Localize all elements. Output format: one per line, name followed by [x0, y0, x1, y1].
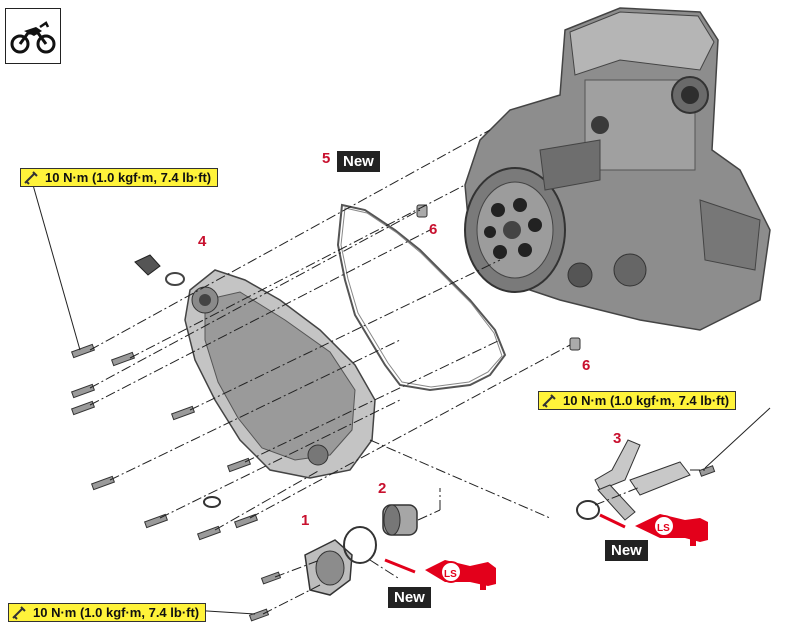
new-tag-gasket: New	[337, 151, 380, 172]
part-number-6: 6	[582, 357, 591, 374]
new-tag-oring-pump: New	[388, 587, 431, 608]
lubricant-gun-icon: LS	[384, 558, 496, 590]
engine-illustration	[464, 7, 771, 331]
part-number-3: 3	[613, 430, 622, 447]
part-number-5: 5	[322, 150, 331, 167]
torque-wrench-icon	[24, 170, 38, 185]
part-number-4: 4	[198, 233, 207, 250]
gasket-outline	[336, 203, 507, 392]
torque-spec-pipe: 10 N·m (1.0 kgf·m, 7.4 lb·ft)	[538, 391, 737, 410]
crankcase-cover	[184, 269, 376, 479]
torque-spec-pump: 10 N·m (1.0 kgf·m, 7.4 lb·ft)	[8, 603, 207, 622]
new-tag-oring-pipe: New	[605, 540, 648, 561]
bushing	[382, 504, 418, 536]
water-pipe	[594, 439, 691, 521]
torque-wrench-icon	[542, 393, 556, 408]
lube-label-1: LS	[444, 569, 457, 580]
torque-value: 10 N·m (1.0 kgf·m, 7.4 lb·ft)	[45, 170, 212, 185]
torque-wrench-icon	[12, 605, 26, 620]
part-number-6: 6	[429, 221, 438, 238]
torque-value: 10 N·m (1.0 kgf·m, 7.4 lb·ft)	[563, 393, 730, 408]
water-pump-housing	[304, 539, 353, 596]
part-number-1: 1	[301, 512, 310, 529]
lube-label-3: LS	[657, 523, 670, 534]
torque-spec-cover: 10 N·m (1.0 kgf·m, 7.4 lb·ft)	[20, 168, 219, 187]
part-number-2: 2	[378, 480, 387, 497]
lubricant-gun-icon: LS	[599, 513, 708, 546]
torque-value: 10 N·m (1.0 kgf·m, 7.4 lb·ft)	[33, 605, 200, 620]
motorcycle-icon	[5, 8, 61, 64]
